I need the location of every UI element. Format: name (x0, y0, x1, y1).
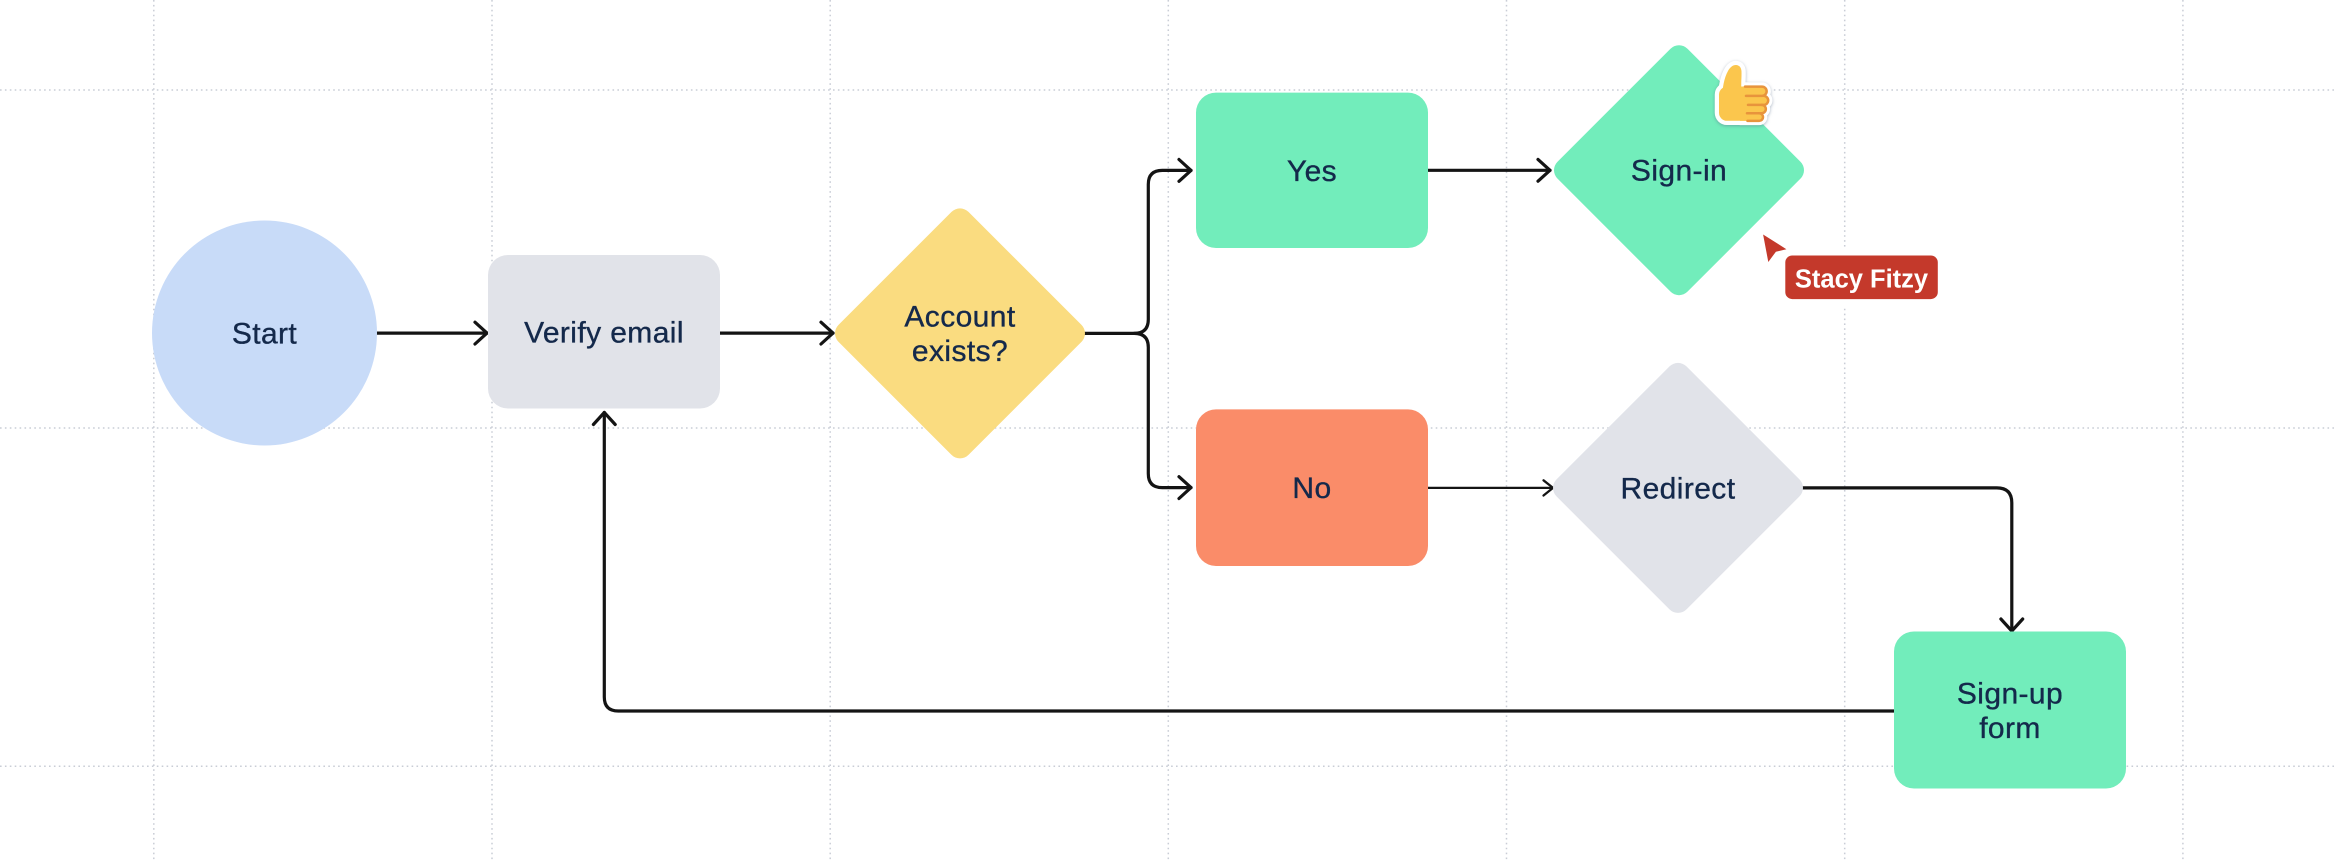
svg-text:Account: Account (904, 301, 1015, 334)
svg-text:Redirect: Redirect (1621, 472, 1736, 505)
svg-text:Verify email: Verify email (524, 317, 684, 350)
svg-text:Sign-up: Sign-up (1957, 678, 2063, 711)
svg-text:exists?: exists? (912, 335, 1008, 368)
svg-text:Start: Start (232, 318, 298, 351)
svg-text:Sign-in: Sign-in (1631, 155, 1727, 188)
svg-text:form: form (1979, 712, 2041, 745)
svg-text:No: No (1292, 472, 1331, 505)
svg-text:Stacy Fitzy: Stacy Fitzy (1795, 265, 1929, 293)
svg-text:Yes: Yes (1287, 155, 1337, 188)
